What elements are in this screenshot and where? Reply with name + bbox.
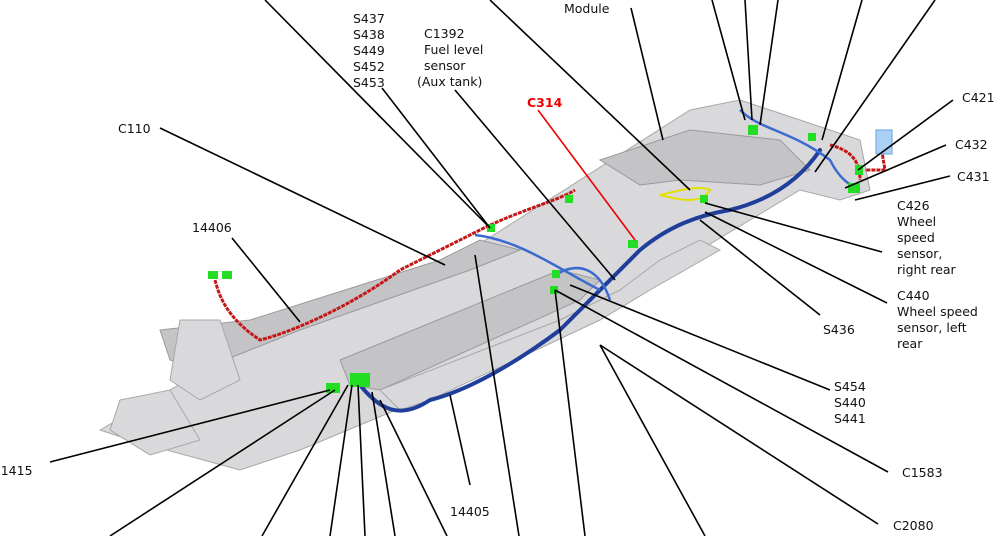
label-c440: C440 Wheel speed sensor, left rear [897,288,978,351]
label-line: C1392 [424,26,465,41]
leader-lines [49,0,954,536]
vehicle-frame [98,99,871,471]
label-s438: S438 [353,27,385,42]
label-line: rear [897,336,923,351]
label-line: Wheel [897,214,936,229]
label-line: sensor, left [897,320,967,335]
label-line: right rear [897,262,957,277]
label-line: speed [897,230,935,245]
connectors [208,125,863,393]
label-line: C440 [897,288,930,303]
label-c431: C431 [957,169,990,184]
label-c314: C314 [527,95,563,110]
yellow-harness [659,186,712,201]
label-14405: 14405 [450,504,490,519]
label-c426: C426 Wheel speed sensor, right rear [897,198,957,277]
label-c1583: C1583 [902,465,943,480]
label-splices-top: S437 S438 S449 S452 S453 [353,11,385,90]
label-c1392: C1392 Fuel level sensor (Aux tank) [417,26,483,89]
label-s449: S449 [353,43,385,58]
label-c432: C432 [955,137,988,152]
label-c110: C110 [118,121,151,136]
label-line: Fuel level [424,42,483,57]
label-s436: S436 [823,322,855,337]
label-14406: 14406 [192,220,232,235]
label-s452: S452 [353,59,385,74]
label-s454: S454 [834,379,866,394]
label-module: Module [564,1,610,16]
label-line: sensor, [897,246,942,261]
label-line: (Aux tank) [417,74,482,89]
label-s440: S440 [834,395,866,410]
label-line: Wheel speed [897,304,978,319]
label-c421: C421 [962,90,995,105]
label-s437: S437 [353,11,385,26]
label-line: sensor [424,58,466,73]
label-s453: S453 [353,75,385,90]
label-s441: S441 [834,411,866,426]
label-line: C426 [897,198,930,213]
label-c1415: C1415 [0,463,33,478]
label-splices-right: S454 S440 S441 [834,379,866,426]
label-c2080: C2080 [893,518,934,533]
